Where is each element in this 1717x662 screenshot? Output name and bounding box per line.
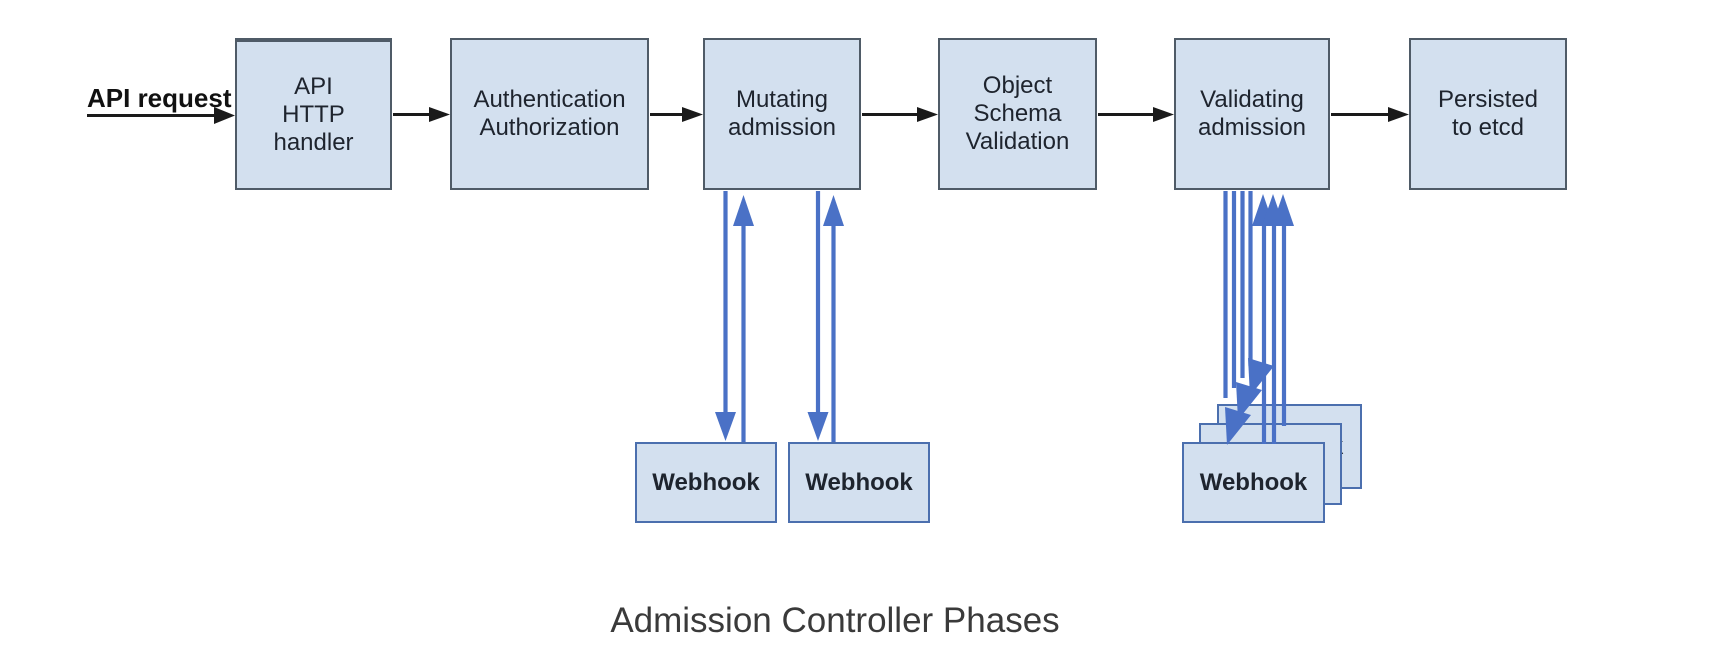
validating-webhook-box-front: Webhook <box>1182 442 1325 523</box>
flow-arrow-handler-to-auth-head <box>429 107 450 122</box>
phase-box-object-schema-validation: Object Schema Validation <box>938 38 1097 190</box>
phase-box-persisted-to-etcd: Persisted to etcd <box>1409 38 1567 190</box>
phase-label-validating-admission: Validating admission <box>1197 86 1307 141</box>
validating-up-arrowhead-2 <box>1262 194 1284 226</box>
mutating-up-arrowhead-1 <box>733 195 754 226</box>
mutating-webhook-label-1: Webhook <box>652 468 760 496</box>
mutating-webhook-box-2: Webhook <box>788 442 930 523</box>
phase-label-mutating-admission: Mutating admission <box>727 86 837 141</box>
mutating-webhook-box-1: Webhook <box>635 442 777 523</box>
mutating-down-arrowhead-1 <box>715 412 736 441</box>
phase-label-api-http-handler: API HTTP handler <box>273 73 354 156</box>
mutating-webhook-arrows <box>715 191 844 442</box>
validating-up-arrowhead-3 <box>1272 194 1294 226</box>
api-request-label: API request <box>87 83 232 113</box>
mutating-up-arrowhead-2 <box>823 195 844 226</box>
phase-box-authentication-authorization: Authentication Authorization <box>450 38 649 190</box>
validating-up-arrowhead-1 <box>1252 194 1274 226</box>
phase-box-api-http-handler: API HTTP handler <box>235 38 392 190</box>
diagram-caption: Admission Controller Phases <box>610 601 1060 640</box>
phase-label-object-schema-validation: Object Schema Validation <box>965 72 1070 155</box>
flow-arrow-schema-to-validating-head <box>1153 107 1174 122</box>
flow-arrow-mutating-to-schema-head <box>917 107 938 122</box>
mutating-down-arrowhead-2 <box>807 412 829 441</box>
flow-arrow-validating-to-etcd-head <box>1388 107 1409 122</box>
phase-label-authentication-authorization: Authentication Authorization <box>473 86 626 141</box>
phase-label-persisted-to-etcd: Persisted to etcd <box>1437 86 1539 141</box>
phase-box-mutating-admission: Mutating admission <box>703 38 861 190</box>
mutating-webhook-label-2: Webhook <box>805 468 913 496</box>
flow-arrow-auth-to-mutating-head <box>682 107 703 122</box>
validating-down-arrowhead-1 <box>1248 358 1274 396</box>
validating-webhook-label-front: Webhook <box>1199 468 1308 496</box>
phase-box-validating-admission: Validating admission <box>1174 38 1330 190</box>
